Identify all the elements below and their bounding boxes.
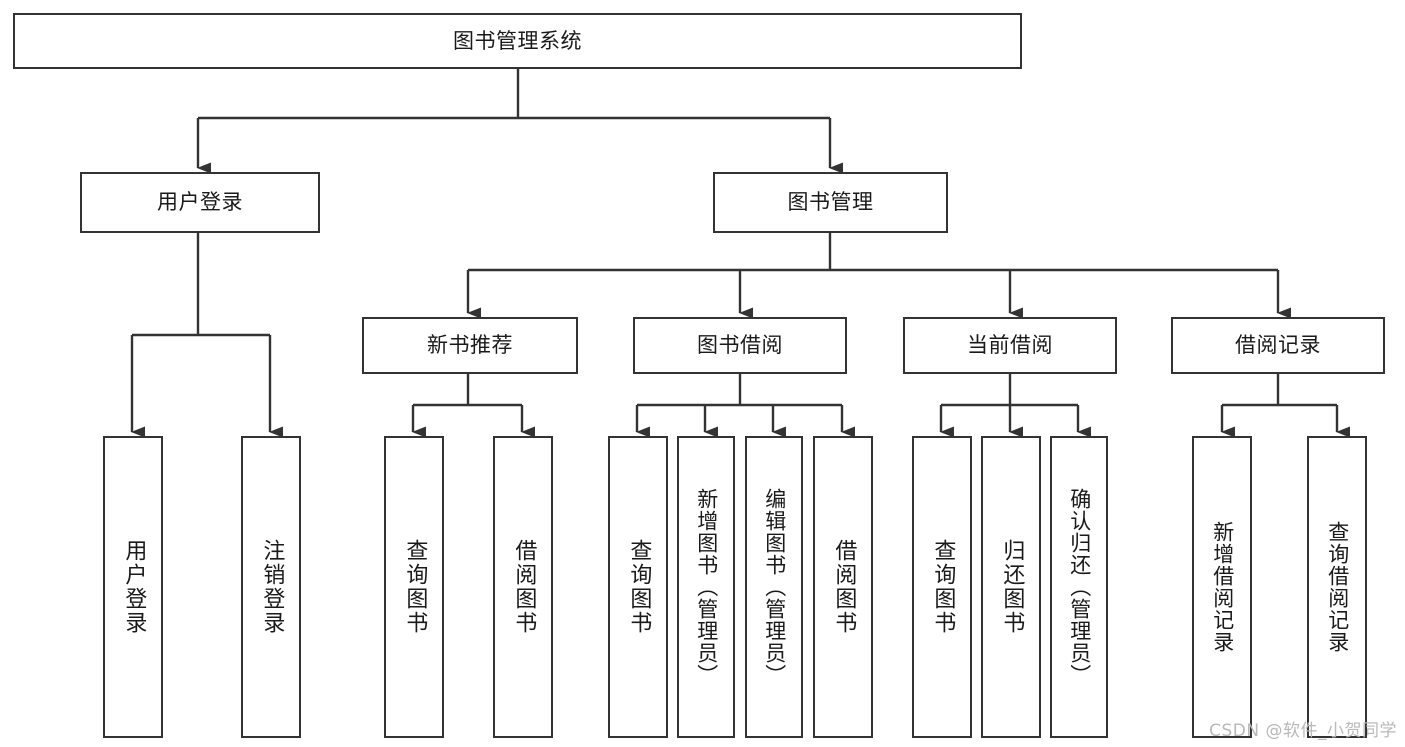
node-leaf-add-borrow-record-label: 新增借阅记录	[1210, 521, 1235, 653]
node-leaf-add-borrow-record[interactable]: 新增借阅记录	[1192, 436, 1252, 738]
node-leaf-add-book-label: 新增图书（管理员）	[694, 488, 719, 686]
node-leaf-query-book-1-label: 查询图书	[402, 539, 428, 635]
node-leaf-return-book-label: 归还图书	[999, 539, 1025, 635]
node-root-label: 图书管理系统	[453, 28, 582, 53]
node-leaf-query-book-3-label: 查询图书	[930, 539, 956, 635]
node-leaf-logout-login[interactable]: 注销登录	[241, 436, 301, 738]
node-leaf-user-login[interactable]: 用户登录	[103, 436, 163, 738]
node-leaf-query-book-1[interactable]: 查询图书	[384, 436, 444, 738]
node-leaf-edit-book[interactable]: 编辑图书（管理员）	[745, 436, 803, 738]
node-book-borrow[interactable]: 图书借阅	[633, 317, 847, 374]
node-leaf-borrow-book-2-label: 借阅图书	[831, 539, 857, 635]
node-leaf-query-book-2[interactable]: 查询图书	[608, 436, 668, 738]
node-book-manage-label: 图书管理	[787, 190, 874, 215]
node-leaf-user-login-label: 用户登录	[121, 539, 147, 635]
csdn-watermark: CSDN @软件_小贺同学	[1209, 721, 1397, 741]
node-user-login[interactable]: 用户登录	[80, 172, 320, 233]
node-new-book-recommend[interactable]: 新书推荐	[362, 317, 578, 374]
node-book-borrow-label: 图书借阅	[697, 333, 783, 358]
node-leaf-confirm-return[interactable]: 确认归还（管理员）	[1050, 436, 1108, 738]
node-root[interactable]: 图书管理系统	[13, 13, 1022, 69]
node-leaf-query-book-3[interactable]: 查询图书	[912, 436, 972, 738]
node-leaf-confirm-return-label: 确认归还（管理员）	[1067, 488, 1092, 686]
node-leaf-return-book[interactable]: 归还图书	[981, 436, 1041, 738]
node-user-login-label: 用户登录	[157, 190, 243, 215]
node-book-manage[interactable]: 图书管理	[713, 172, 948, 233]
node-leaf-query-borrow-record[interactable]: 查询借阅记录	[1307, 436, 1367, 738]
node-borrow-record[interactable]: 借阅记录	[1171, 317, 1385, 374]
node-leaf-add-book[interactable]: 新增图书（管理员）	[677, 436, 735, 738]
node-leaf-edit-book-label: 编辑图书（管理员）	[762, 488, 787, 686]
node-borrow-record-label: 借阅记录	[1235, 333, 1321, 358]
node-leaf-borrow-book-1[interactable]: 借阅图书	[493, 436, 553, 738]
node-leaf-logout-login-label: 注销登录	[259, 539, 285, 635]
node-leaf-query-book-2-label: 查询图书	[626, 539, 652, 635]
node-current-borrow-label: 当前借阅	[967, 333, 1053, 358]
node-leaf-borrow-book-2[interactable]: 借阅图书	[813, 436, 873, 738]
node-leaf-borrow-book-1-label: 借阅图书	[511, 539, 537, 635]
node-leaf-query-borrow-record-label: 查询借阅记录	[1325, 521, 1350, 653]
node-current-borrow[interactable]: 当前借阅	[903, 317, 1117, 374]
node-new-book-recommend-label: 新书推荐	[427, 333, 513, 358]
